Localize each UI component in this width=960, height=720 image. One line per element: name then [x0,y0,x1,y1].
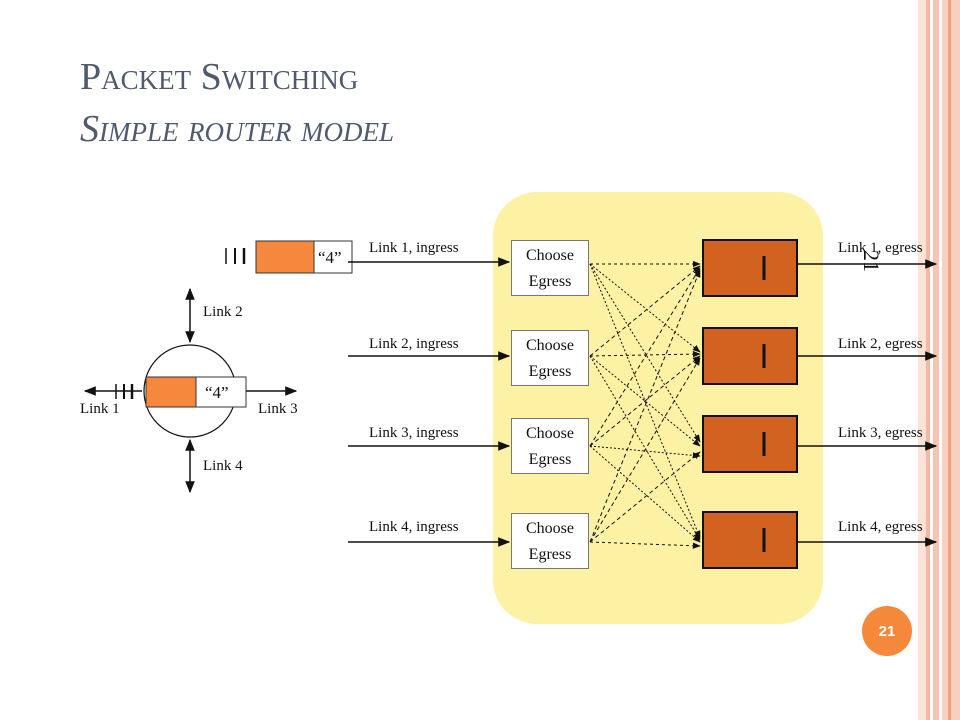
egress-label-4: Link 4, egress [838,519,923,535]
egress-label-3: Link 3, egress [838,425,923,441]
choose-egress-line1: Choose [526,520,574,537]
output-queue-4 [702,511,798,569]
choose-egress-line2: Egress [528,273,572,290]
node-link-3-label: Link 3 [258,401,298,417]
ingress-label-4: Link 4, ingress [369,519,459,535]
output-queue-2 [702,327,798,385]
choose-egress-line1: Choose [526,247,574,264]
choose-egress-box-3: Choose Egress [511,418,589,474]
edge-stripe-5 [948,0,951,720]
egress-label-1: Link 1, egress [838,240,923,256]
node-link-4-label: Link 4 [203,458,243,474]
egress-label-2: Link 2, egress [838,336,923,352]
node-packet-label: “4” [205,383,229,402]
ingress-label-2: Link 2, ingress [369,336,459,352]
page-number-badge: 21 [862,606,912,656]
choose-egress-box-1: Choose Egress [511,240,589,296]
title-line-1: Packet Switching [80,56,359,98]
node-packet [115,376,247,408]
edge-stripe-1 [918,0,926,720]
node-link-2-label: Link 2 [203,304,243,320]
choose-egress-line2: Egress [528,451,572,468]
incoming-packet-label: “4” [318,248,342,267]
output-queue-1 [702,239,798,297]
choose-egress-line1: Choose [526,425,574,442]
choose-egress-line2: Egress [528,363,572,380]
node-link-1-label: Link 1 [80,401,120,417]
ingress-label-1: Link 1, ingress [369,240,459,256]
side-page-number: 21 [859,250,884,272]
crossbar [589,260,701,549]
incoming-packet [225,240,353,274]
choose-egress-box-4: Choose Egress [511,513,589,569]
title-line-2: Simple router model [80,108,394,150]
edge-stripe-4 [942,0,960,720]
choose-egress-box-2: Choose Egress [511,330,589,386]
output-queue-3 [702,415,798,473]
choose-egress-line2: Egress [528,546,572,563]
ingress-label-3: Link 3, ingress [369,425,459,441]
choose-egress-line1: Choose [526,337,574,354]
